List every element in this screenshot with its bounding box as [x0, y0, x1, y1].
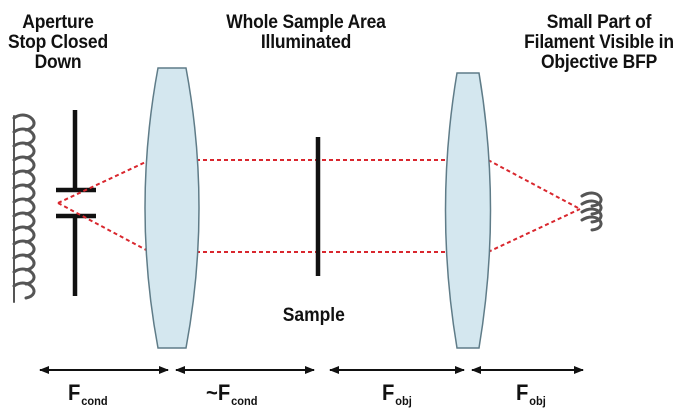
dimension-label-obj-main: F — [382, 380, 395, 405]
dimension-label-cond-main: F — [68, 380, 81, 405]
whole-sample-label-line-1: Whole Sample Area — [226, 12, 386, 33]
dimension-label-cond: Fcond — [68, 380, 108, 408]
filament-coil-left — [12, 113, 36, 303]
aperture-stop-label: Aperture Stop Closed Down — [6, 13, 109, 73]
sample-label: Sample — [282, 305, 345, 326]
filament-coil-right — [580, 191, 603, 232]
aperture-stop — [56, 110, 96, 296]
aperture-stop-label-line-1: Aperture — [22, 12, 94, 33]
ray-cond-top — [57, 159, 151, 204]
dimension-label-sample-sub: cond — [231, 394, 258, 408]
dimension-label-bfp-sub: obj — [529, 394, 546, 408]
dimension-label-sample: ~Fcond — [206, 380, 257, 408]
dimension-label-sample-main: ~F — [206, 380, 231, 405]
filament-visible-label: Small Part of Filament Visible in Object… — [512, 13, 687, 73]
filament-visible-label-line-2: Filament Visible in — [524, 31, 674, 53]
dimension-label-obj-sub: obj — [395, 394, 412, 408]
aperture-stop-label-line-3: Down — [34, 51, 82, 73]
objective-lens — [444, 72, 492, 349]
ray-cond-bottom — [57, 202, 151, 253]
dimension-label-obj: Fobj — [382, 380, 412, 408]
dimension-label-bfp-main: F — [516, 380, 529, 405]
whole-sample-label: Whole Sample Area Illuminated — [207, 13, 406, 53]
ray-obj-bottom — [487, 208, 581, 253]
filament-visible-label-line-3: Objective BFP — [540, 51, 658, 73]
whole-sample-label-line-2: Illuminated — [260, 31, 352, 53]
dimension-label-cond-sub: cond — [81, 394, 108, 408]
light-rays — [57, 159, 581, 253]
dimension-label-bfp: Fobj — [516, 380, 546, 408]
aperture-stop-label-line-2: Stop Closed — [8, 31, 108, 53]
condenser-lens — [144, 67, 200, 349]
filament-visible-label-line-1: Small Part of — [546, 12, 652, 33]
ray-obj-top — [487, 159, 581, 210]
